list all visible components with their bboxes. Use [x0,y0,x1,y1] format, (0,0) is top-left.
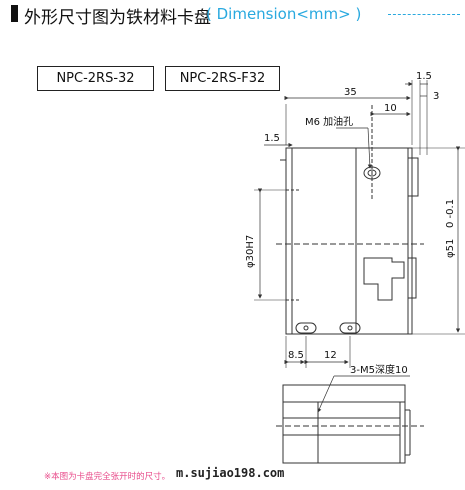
screw-hole-2-center [347,325,353,331]
oil-hole [363,166,381,180]
model-label-1: NPC-2RS-32 [37,66,154,91]
dim-label-outer-tol: 0 -0.1 [445,199,456,228]
screw-hole-1-center [303,325,309,331]
side-view-body [282,384,406,464]
header-dash-rule [388,14,460,15]
dim-label-3: 3 [433,91,439,102]
header-title: 外形尺寸图为铁材料卡盘 [24,8,211,28]
chuck-right-flange [408,147,413,335]
dim-label-8-5: 8.5 [288,350,304,361]
dim-label-35: 35 [344,87,357,98]
dim-label-12: 12 [324,350,337,361]
header-marker [11,5,18,22]
chuck-right-nub [408,157,419,197]
dim-label-10: 10 [384,103,397,114]
screw-hole-2 [339,322,361,334]
dim-label-1-5-top: 1.5 [416,71,432,82]
dim-label-1-5-left: 1.5 [264,133,280,144]
chuck-right-tab [408,257,417,299]
model-label-2: NPC-2RS-F32 [165,66,280,91]
dim-label-bore: φ30H7 [245,235,256,268]
section-header: 外形尺寸图为铁材料卡盘 ( Dimension<mm> ) [0,0,465,30]
jaw-block [363,257,405,301]
dim-label-screw: 3-M5深度10 [350,363,408,376]
dim-label-outer: φ51 [445,239,456,258]
watermark: m.sujiao198.com [176,466,285,480]
oil-hole-inner [367,169,377,177]
chuck-body [285,147,409,335]
header-subtitle: ( Dimension<mm> ) [206,5,362,23]
dim-label-oil-hole: M6 加油孔 [305,115,353,128]
footnote: ※本图为卡盘完全张开时的尺寸。 [44,472,171,482]
screw-hole-1 [295,322,317,334]
